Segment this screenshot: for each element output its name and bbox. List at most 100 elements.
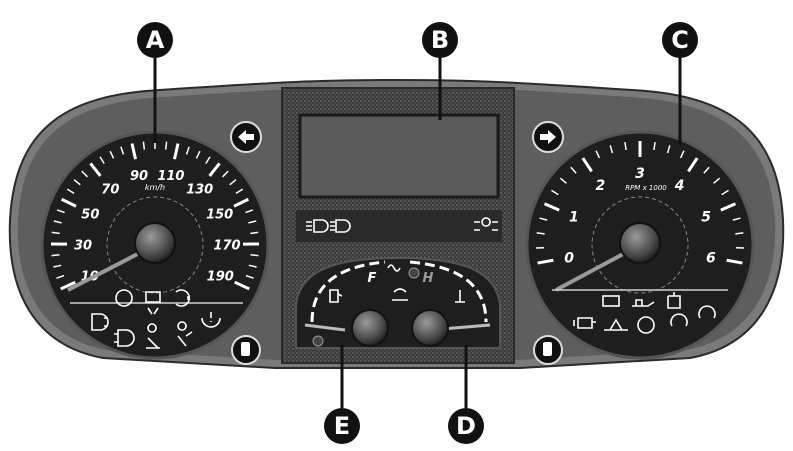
tachometer-unit: RPM x 1000 bbox=[625, 184, 667, 192]
speedometer-minor-tick bbox=[185, 146, 190, 155]
temp-warning-lamp bbox=[408, 267, 420, 279]
parking-light-icon bbox=[474, 217, 498, 231]
parking-light-icon bbox=[698, 305, 716, 319]
speedometer-minor-tick bbox=[235, 188, 244, 195]
speedometer-minor-tick bbox=[164, 141, 168, 150]
speedometer-minor-tick bbox=[142, 141, 146, 150]
brake-icon bbox=[637, 316, 655, 334]
tachometer-minor-tick bbox=[536, 232, 545, 235]
multifunction-display bbox=[298, 113, 500, 199]
speedometer-minor-tick bbox=[250, 254, 259, 257]
steering-wheel-icon bbox=[145, 291, 161, 315]
tachometer-minor-tick bbox=[713, 177, 721, 184]
speedometer-minor-tick bbox=[73, 179, 81, 186]
speedometer-tick-label: 110 bbox=[157, 169, 184, 184]
speedometer-minor-tick bbox=[51, 254, 60, 257]
speedometer-minor-tick bbox=[53, 220, 62, 224]
speedometer-minor-tick bbox=[109, 150, 115, 159]
tachometer-tick-label: 2 bbox=[596, 178, 606, 194]
battery-icon bbox=[602, 295, 620, 307]
fuel-warning-lamp bbox=[312, 335, 324, 347]
fuel-gauge-hub bbox=[351, 309, 389, 347]
speedometer-minor-tick bbox=[222, 170, 229, 178]
speedometer-minor-tick bbox=[245, 274, 254, 279]
tachometer-major-tick bbox=[543, 202, 560, 212]
high-beam-icon bbox=[330, 219, 351, 233]
speedometer-major-tick bbox=[60, 197, 77, 208]
speedometer-minor-tick bbox=[248, 220, 257, 224]
speedometer-minor-tick bbox=[99, 156, 105, 164]
fog-light-front-icon bbox=[114, 329, 135, 347]
tachometer-tick-label: 0 bbox=[564, 251, 574, 267]
glow-plug-icon bbox=[604, 318, 628, 331]
tachometer-minor-tick bbox=[679, 150, 685, 159]
speedometer: 1030507090110130150170190 km/h bbox=[40, 130, 270, 360]
speedometer-minor-tick bbox=[51, 231, 60, 235]
low-beam-icon bbox=[306, 219, 329, 233]
tachometer-major-tick bbox=[720, 202, 737, 212]
tire-pressure-icon bbox=[201, 312, 221, 328]
tachometer-tick-label: 4 bbox=[674, 178, 685, 194]
speedometer-minor-tick bbox=[245, 209, 254, 214]
callout-c: C bbox=[662, 22, 698, 58]
fuel-reserve-icon bbox=[392, 288, 408, 301]
tachometer-minor-tick bbox=[609, 145, 614, 154]
speedometer-minor-tick bbox=[120, 146, 125, 155]
tachometer-tick-label: 5 bbox=[701, 209, 711, 225]
tachometer-major-tick bbox=[726, 258, 743, 265]
speedometer-unit: km/h bbox=[145, 183, 165, 192]
display-warning-strip bbox=[296, 210, 502, 242]
speedometer-major-tick bbox=[89, 162, 102, 177]
tachometer-minor-tick bbox=[570, 166, 577, 174]
oil-pressure-icon bbox=[632, 299, 655, 307]
speedometer-minor-tick bbox=[205, 156, 211, 164]
speedometer-minor-tick bbox=[66, 188, 75, 195]
abs-icon bbox=[115, 289, 133, 307]
tachometer-tick-label: 1 bbox=[569, 209, 579, 225]
speedometer-tick-label: 150 bbox=[206, 207, 233, 222]
glow-plug-icon bbox=[387, 264, 401, 272]
left-turn-indicator-icon bbox=[230, 121, 262, 153]
speedometer-hub bbox=[134, 222, 176, 264]
tachometer-minor-tick bbox=[721, 189, 729, 196]
fog-light-rear-icon bbox=[91, 313, 109, 331]
tachometer-minor-tick bbox=[653, 141, 656, 151]
tachometer-minor-tick bbox=[703, 166, 710, 174]
speedometer-minor-tick bbox=[248, 264, 257, 268]
speedometer-minor-tick bbox=[56, 274, 65, 279]
speedometer-tick-label: 30 bbox=[74, 238, 92, 253]
esp-off-icon bbox=[533, 335, 563, 365]
tachometer-major-tick bbox=[581, 157, 593, 173]
callout-d: D bbox=[448, 408, 484, 444]
fuel-full-label: F bbox=[368, 271, 377, 286]
temp-hot-label: H bbox=[423, 271, 434, 286]
speedometer-major-tick bbox=[173, 143, 180, 160]
temp-gauge-hub bbox=[411, 309, 449, 347]
speedometer-major-tick bbox=[60, 280, 76, 291]
airbag-icon bbox=[177, 321, 193, 347]
callout-e: E bbox=[324, 408, 360, 444]
speedometer-tick-label: 190 bbox=[207, 269, 234, 284]
speedometer-tick-label: 170 bbox=[213, 238, 240, 253]
speedometer-minor-tick bbox=[81, 170, 88, 178]
engine-check-icon bbox=[573, 317, 596, 329]
speedometer-scale: 1030507090110130150170190 bbox=[50, 141, 260, 291]
speedometer-minor-tick bbox=[56, 209, 65, 214]
parking-light-icon bbox=[670, 313, 688, 327]
coolant-temp-icon bbox=[667, 292, 681, 309]
callout-b: B bbox=[422, 22, 458, 58]
tachometer-minor-tick bbox=[539, 217, 548, 221]
tachometer-minor-tick bbox=[559, 177, 567, 184]
tachometer-hub bbox=[619, 222, 661, 264]
speedometer-major-tick bbox=[234, 280, 250, 291]
tachometer-minor-tick bbox=[735, 232, 744, 235]
speedometer-tick-label: 130 bbox=[186, 183, 213, 198]
tachometer-minor-tick bbox=[551, 189, 559, 196]
tachometer-minor-tick bbox=[595, 150, 601, 159]
fuel-temp-gauge: F H bbox=[295, 256, 501, 349]
fuel-scale bbox=[310, 260, 386, 323]
tachometer-minor-tick bbox=[732, 217, 741, 221]
speedometer-minor-tick bbox=[195, 150, 201, 159]
